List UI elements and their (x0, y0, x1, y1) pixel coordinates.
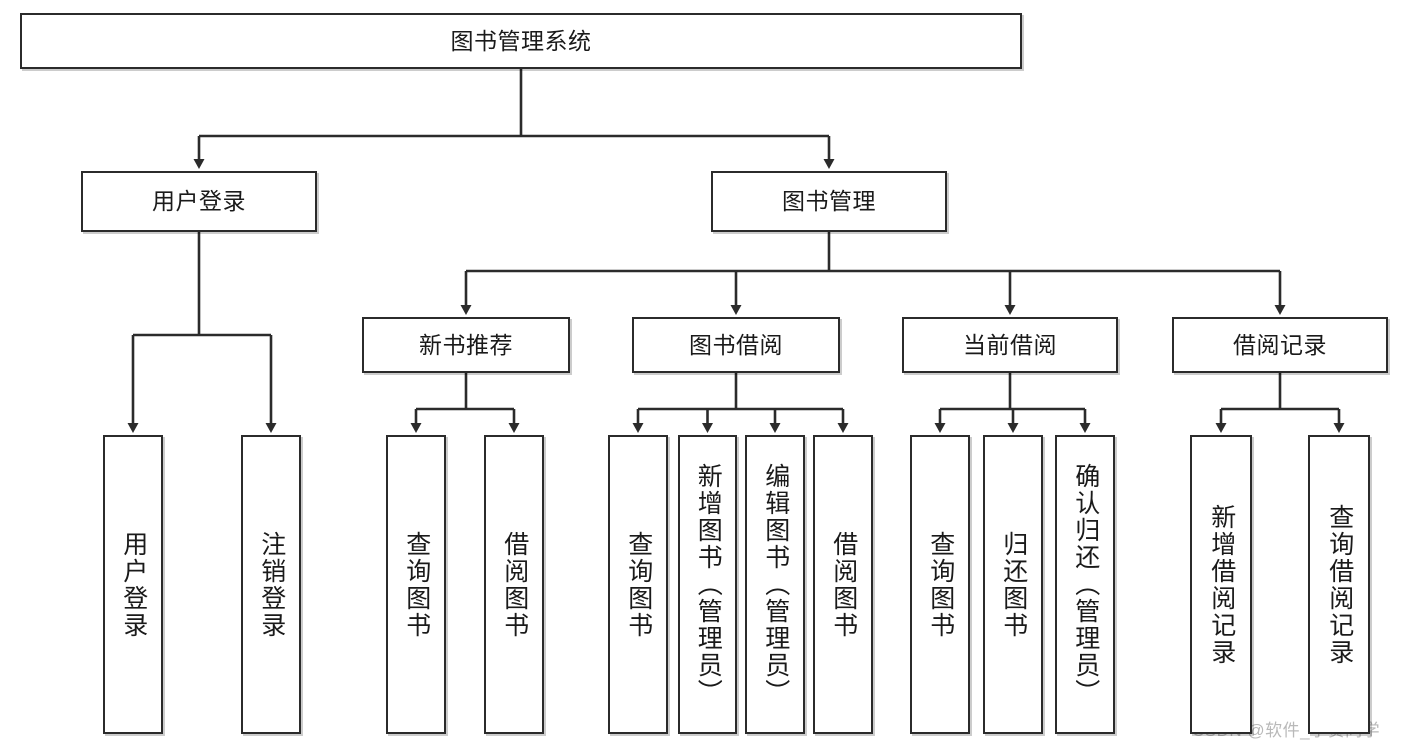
node-label: 图书管理 (782, 188, 876, 215)
node-borrow-record[interactable]: 借阅记录 (1172, 317, 1388, 373)
node-label: 编辑图书（管理员） (761, 463, 790, 706)
node-label: 查询图书 (402, 530, 431, 639)
node-label: 归还图书 (999, 530, 1028, 639)
node-label: 新增图书（管理员） (694, 463, 723, 706)
node-label: 用户登录 (119, 530, 148, 639)
node-label: 借阅图书 (500, 530, 529, 639)
node-user-login[interactable]: 用户登录 (81, 171, 317, 232)
node-label: 图书借阅 (689, 331, 783, 358)
node-leaf-confirm-return[interactable]: 确认归还（管理员） (1055, 435, 1115, 734)
node-leaf-edit-book[interactable]: 编辑图书（管理员） (745, 435, 805, 734)
node-leaf-query-book-1[interactable]: 查询图书 (386, 435, 446, 734)
node-leaf-add-record[interactable]: 新增借阅记录 (1190, 435, 1252, 734)
node-leaf-add-book[interactable]: 新增图书（管理员） (678, 435, 737, 734)
node-leaf-borrow-book-2[interactable]: 借阅图书 (813, 435, 873, 734)
node-leaf-query-book-2[interactable]: 查询图书 (608, 435, 668, 734)
node-label: 新书推荐 (419, 331, 513, 358)
node-book-manage[interactable]: 图书管理 (711, 171, 947, 232)
node-label: 借阅图书 (829, 530, 858, 639)
node-label: 用户登录 (152, 188, 246, 215)
node-label: 图书管理系统 (450, 27, 592, 54)
node-current-borrow[interactable]: 当前借阅 (902, 317, 1118, 373)
node-label: 当前借阅 (963, 331, 1057, 358)
node-leaf-user-logout[interactable]: 注销登录 (241, 435, 301, 734)
node-label: 借阅记录 (1233, 331, 1327, 358)
node-label: 查询借阅记录 (1325, 503, 1354, 666)
node-label: 新增借阅记录 (1207, 503, 1236, 666)
node-label: 查询图书 (926, 530, 955, 639)
node-leaf-query-record[interactable]: 查询借阅记录 (1308, 435, 1370, 734)
node-leaf-user-login[interactable]: 用户登录 (103, 435, 163, 734)
node-leaf-return-book[interactable]: 归还图书 (983, 435, 1043, 734)
node-leaf-borrow-book-1[interactable]: 借阅图书 (484, 435, 544, 734)
node-label: 注销登录 (257, 530, 286, 639)
node-label: 查询图书 (624, 530, 653, 639)
node-label: 确认归还（管理员） (1071, 463, 1100, 706)
node-new-book-rec[interactable]: 新书推荐 (362, 317, 570, 373)
node-leaf-query-book-3[interactable]: 查询图书 (910, 435, 970, 734)
node-book-borrow[interactable]: 图书借阅 (632, 317, 840, 373)
node-root[interactable]: 图书管理系统 (20, 13, 1022, 69)
